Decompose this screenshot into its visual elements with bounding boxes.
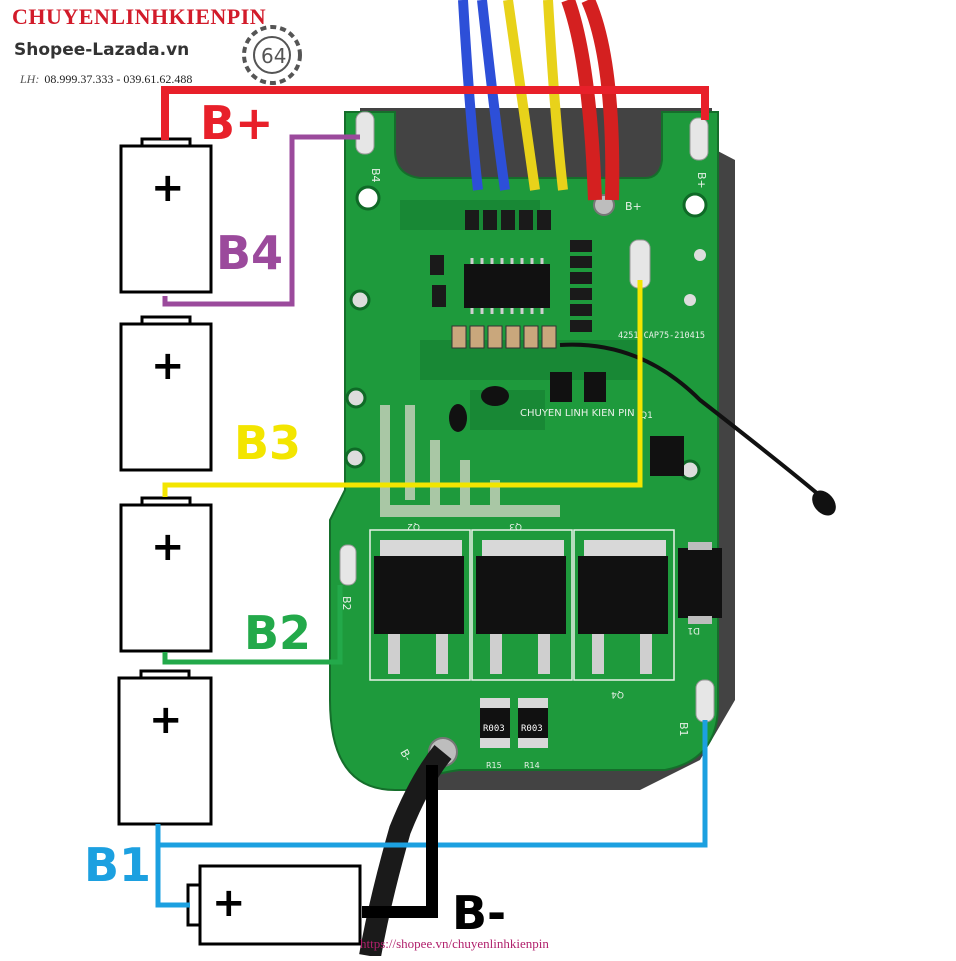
pad-b2 (339, 544, 357, 586)
svg-text:B1: B1 (677, 722, 690, 737)
brand-title: CHUYENLINHKIENPIN (12, 4, 267, 29)
wire-b3 (162, 280, 643, 497)
pad-b4 (355, 111, 375, 155)
battery-cell-terminal (140, 496, 192, 507)
wire-bminus (362, 765, 438, 918)
label-bminus: B- (452, 886, 507, 940)
mosfet-q2: Q2 (369, 521, 471, 681)
svg-text:D1: D1 (687, 625, 700, 635)
label-b3: B3 (234, 416, 302, 470)
svg-text:Q1: Q1 (640, 411, 653, 421)
battery-cell-5: + (186, 864, 362, 946)
svg-text:B+: B+ (695, 172, 708, 189)
mosfet-q4: Q4 (573, 529, 675, 699)
battery-cell-2: + (119, 315, 213, 472)
battery-plus-sign: + (151, 524, 185, 570)
mosfet-q3: Q3 (471, 521, 573, 681)
shunt-r14: R003 R14 (518, 698, 548, 770)
svg-text:B2: B2 (340, 596, 353, 611)
svg-text:CHUYEN LINH KIEN PIN: CHUYEN LINH KIEN PIN (520, 408, 635, 419)
battery-cell-body (198, 864, 362, 946)
shunt-r15: R003 R15 (480, 698, 510, 770)
label-b4: B4 (216, 226, 284, 280)
lead-wires (458, 0, 620, 201)
label-bplus: B+ (200, 96, 274, 150)
svg-text:B4: B4 (369, 168, 382, 183)
battery-cell-4: + (117, 669, 213, 826)
shop-channels: Shopee-Lazada.vn (14, 40, 190, 60)
thermistor-wire (559, 342, 827, 502)
smd-resistor-row (430, 210, 592, 332)
svg-text:Q2: Q2 (407, 521, 420, 531)
svg-text:R003: R003 (483, 724, 505, 734)
protection-ic (464, 264, 550, 308)
logo-gear: 64 (242, 25, 302, 85)
battery-cell-body (117, 676, 213, 826)
shop-url[interactable]: https://shopee.vn/chuyenlinhkienpin (360, 936, 549, 951)
battery-stack: + + + + + (117, 137, 362, 946)
bms-board: B4 B+ B+ B2 B1 B- (329, 108, 735, 791)
label-b1: B1 (84, 838, 152, 892)
wire-b4 (162, 134, 360, 307)
battery-plus-sign: + (212, 880, 246, 926)
thermistor-bead (812, 490, 836, 516)
battery-plus-sign: + (151, 343, 185, 389)
svg-text:Q4: Q4 (611, 689, 624, 699)
battery-cell-terminal (140, 315, 192, 326)
pad-main-plus (593, 194, 615, 216)
contact-phones: LH: 08.999.37.333 - 039.61.62.488 (20, 72, 192, 87)
diode-d1: D1 (678, 542, 722, 635)
svg-text:B-: B- (397, 747, 414, 763)
pad-b1 (695, 679, 715, 723)
wire-b2 (162, 585, 343, 665)
svg-text:B+: B+ (625, 200, 642, 213)
pad-bplus (689, 117, 709, 161)
battery-plus-sign: + (149, 697, 183, 743)
svg-text:R15: R15 (486, 761, 502, 770)
capacitor-row (451, 325, 557, 349)
label-b2: B2 (244, 606, 312, 660)
battery-cell-terminal (140, 137, 192, 148)
svg-text:R003: R003 (521, 724, 543, 734)
svg-text:4251-CAP75-210415: 4251-CAP75-210415 (618, 331, 705, 341)
wire-bplus (161, 86, 709, 140)
battery-plus-sign: + (151, 165, 185, 211)
svg-text:R14: R14 (524, 761, 540, 770)
phone-numbers: 08.999.37.333 - 039.61.62.488 (44, 72, 193, 86)
battery-cell-3: + (119, 496, 213, 653)
svg-text:Q3: Q3 (509, 521, 522, 531)
battery-cell-body (119, 322, 213, 472)
svg-text:64: 64 (261, 44, 286, 68)
battery-cell-terminal (139, 669, 191, 680)
contact-prefix: LH: (20, 72, 40, 86)
battery-cell-1: + (119, 137, 213, 294)
